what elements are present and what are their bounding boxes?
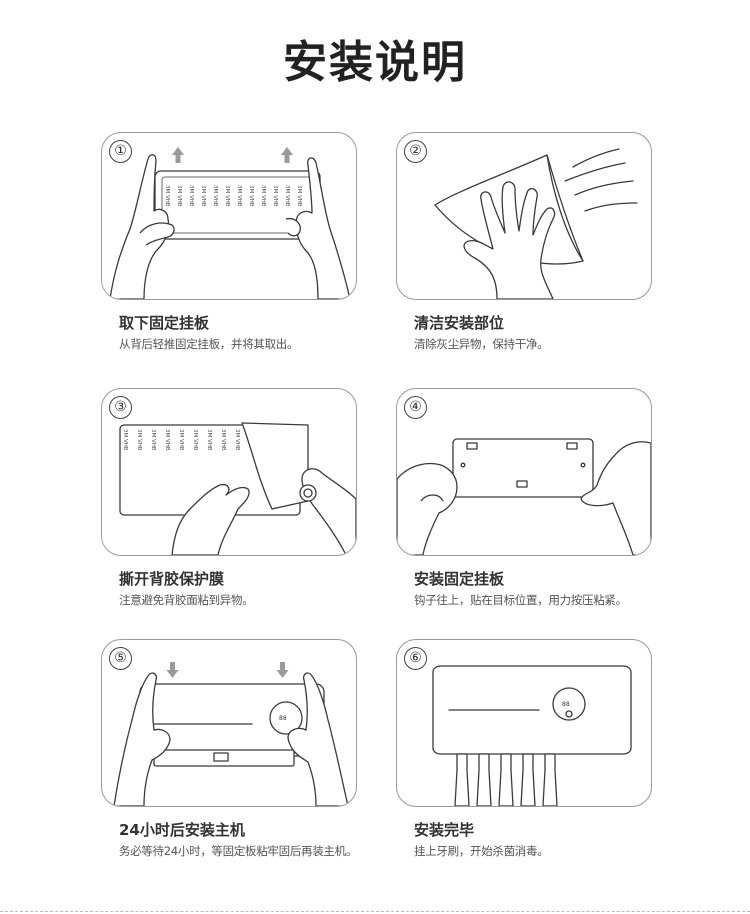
step-title: 安装固定挂板 xyxy=(414,570,505,588)
svg-text:3M VHB: 3M VHB xyxy=(176,185,182,207)
svg-text:3M VHB: 3M VHB xyxy=(136,429,142,451)
step-number: ① xyxy=(109,140,132,163)
svg-text:3M VHB: 3M VHB xyxy=(188,185,194,207)
svg-text:3M VHB: 3M VHB xyxy=(122,429,128,451)
svg-text:3M VHB: 3M VHB xyxy=(150,429,156,451)
svg-text:88: 88 xyxy=(562,701,570,708)
step-number: ② xyxy=(404,140,427,163)
step-1-illustration: ① 3M VHB 3M VHB 3M VHB 3M VHB 3M VHB 3M … xyxy=(101,132,357,300)
svg-text:3M VHB: 3M VHB xyxy=(236,185,242,207)
svg-text:3M VHB: 3M VHB xyxy=(200,185,206,207)
page-title: 安装说明 xyxy=(283,37,467,88)
step-title: 撕开背胶保护膜 xyxy=(119,570,225,588)
step-description: 钩子往上，贴在目标位置，用力按压粘紧。 xyxy=(414,593,627,607)
step-title: 安装完毕 xyxy=(414,821,475,839)
step-2-illustration: ② xyxy=(396,132,652,300)
tape-strips: 3M VHB 3M VHB 3M VHB 3M VHB 3M VHB 3M VH… xyxy=(164,185,302,207)
svg-text:3M VHB: 3M VHB xyxy=(296,185,302,207)
step-description: 注意避免背胶面粘到异物。 xyxy=(119,593,254,607)
svg-text:3M VHB: 3M VHB xyxy=(164,185,170,207)
tape-strips: 3M VHB 3M VHB 3M VHB 3M VHB 3M VHB 3M VH… xyxy=(122,429,240,451)
step-number: ③ xyxy=(109,396,132,419)
step-5-illustration: ⑤ 88 xyxy=(101,639,357,807)
svg-text:3M VHB: 3M VHB xyxy=(206,429,212,451)
step-description: 清除灰尘异物，保持干净。 xyxy=(414,337,549,351)
svg-text:3M VHB: 3M VHB xyxy=(178,429,184,451)
svg-text:3M VHB: 3M VHB xyxy=(284,185,290,207)
step-4-illustration: ④ xyxy=(396,388,652,556)
svg-text:3M VHB: 3M VHB xyxy=(248,185,254,207)
step-description: 从背后轻推固定挂板，并将其取出。 xyxy=(119,337,299,351)
step-6-illustration: ⑥ 88 xyxy=(396,639,652,807)
svg-text:88: 88 xyxy=(279,715,287,722)
step-description: 挂上牙刷，开始杀菌消毒。 xyxy=(414,844,549,858)
step-title: 清洁安装部位 xyxy=(414,314,505,332)
step-number: ⑤ xyxy=(109,647,132,670)
step-title: 24小时后安装主机 xyxy=(119,821,245,839)
svg-text:3M VHB: 3M VHB xyxy=(192,429,198,451)
step-title: 取下固定挂板 xyxy=(119,314,210,332)
step-description: 务必等待24小时，等固定板粘牢固后再装主机。 xyxy=(119,844,358,858)
step-number: ④ xyxy=(404,396,427,419)
svg-text:3M VHB: 3M VHB xyxy=(164,429,170,451)
toothbrushes xyxy=(454,753,558,806)
svg-text:3M VHB: 3M VHB xyxy=(234,429,240,451)
step-3-illustration: ③ 3M VHB 3M VHB 3M VHB 3M VHB 3M VHB 3M … xyxy=(101,388,357,556)
svg-text:3M VHB: 3M VHB xyxy=(224,185,230,207)
svg-text:3M VHB: 3M VHB xyxy=(212,185,218,207)
svg-text:3M VHB: 3M VHB xyxy=(220,429,226,451)
step-number: ⑥ xyxy=(404,647,427,670)
svg-text:3M VHB: 3M VHB xyxy=(260,185,266,207)
svg-text:3M VHB: 3M VHB xyxy=(272,185,278,207)
bottom-divider xyxy=(0,911,750,912)
